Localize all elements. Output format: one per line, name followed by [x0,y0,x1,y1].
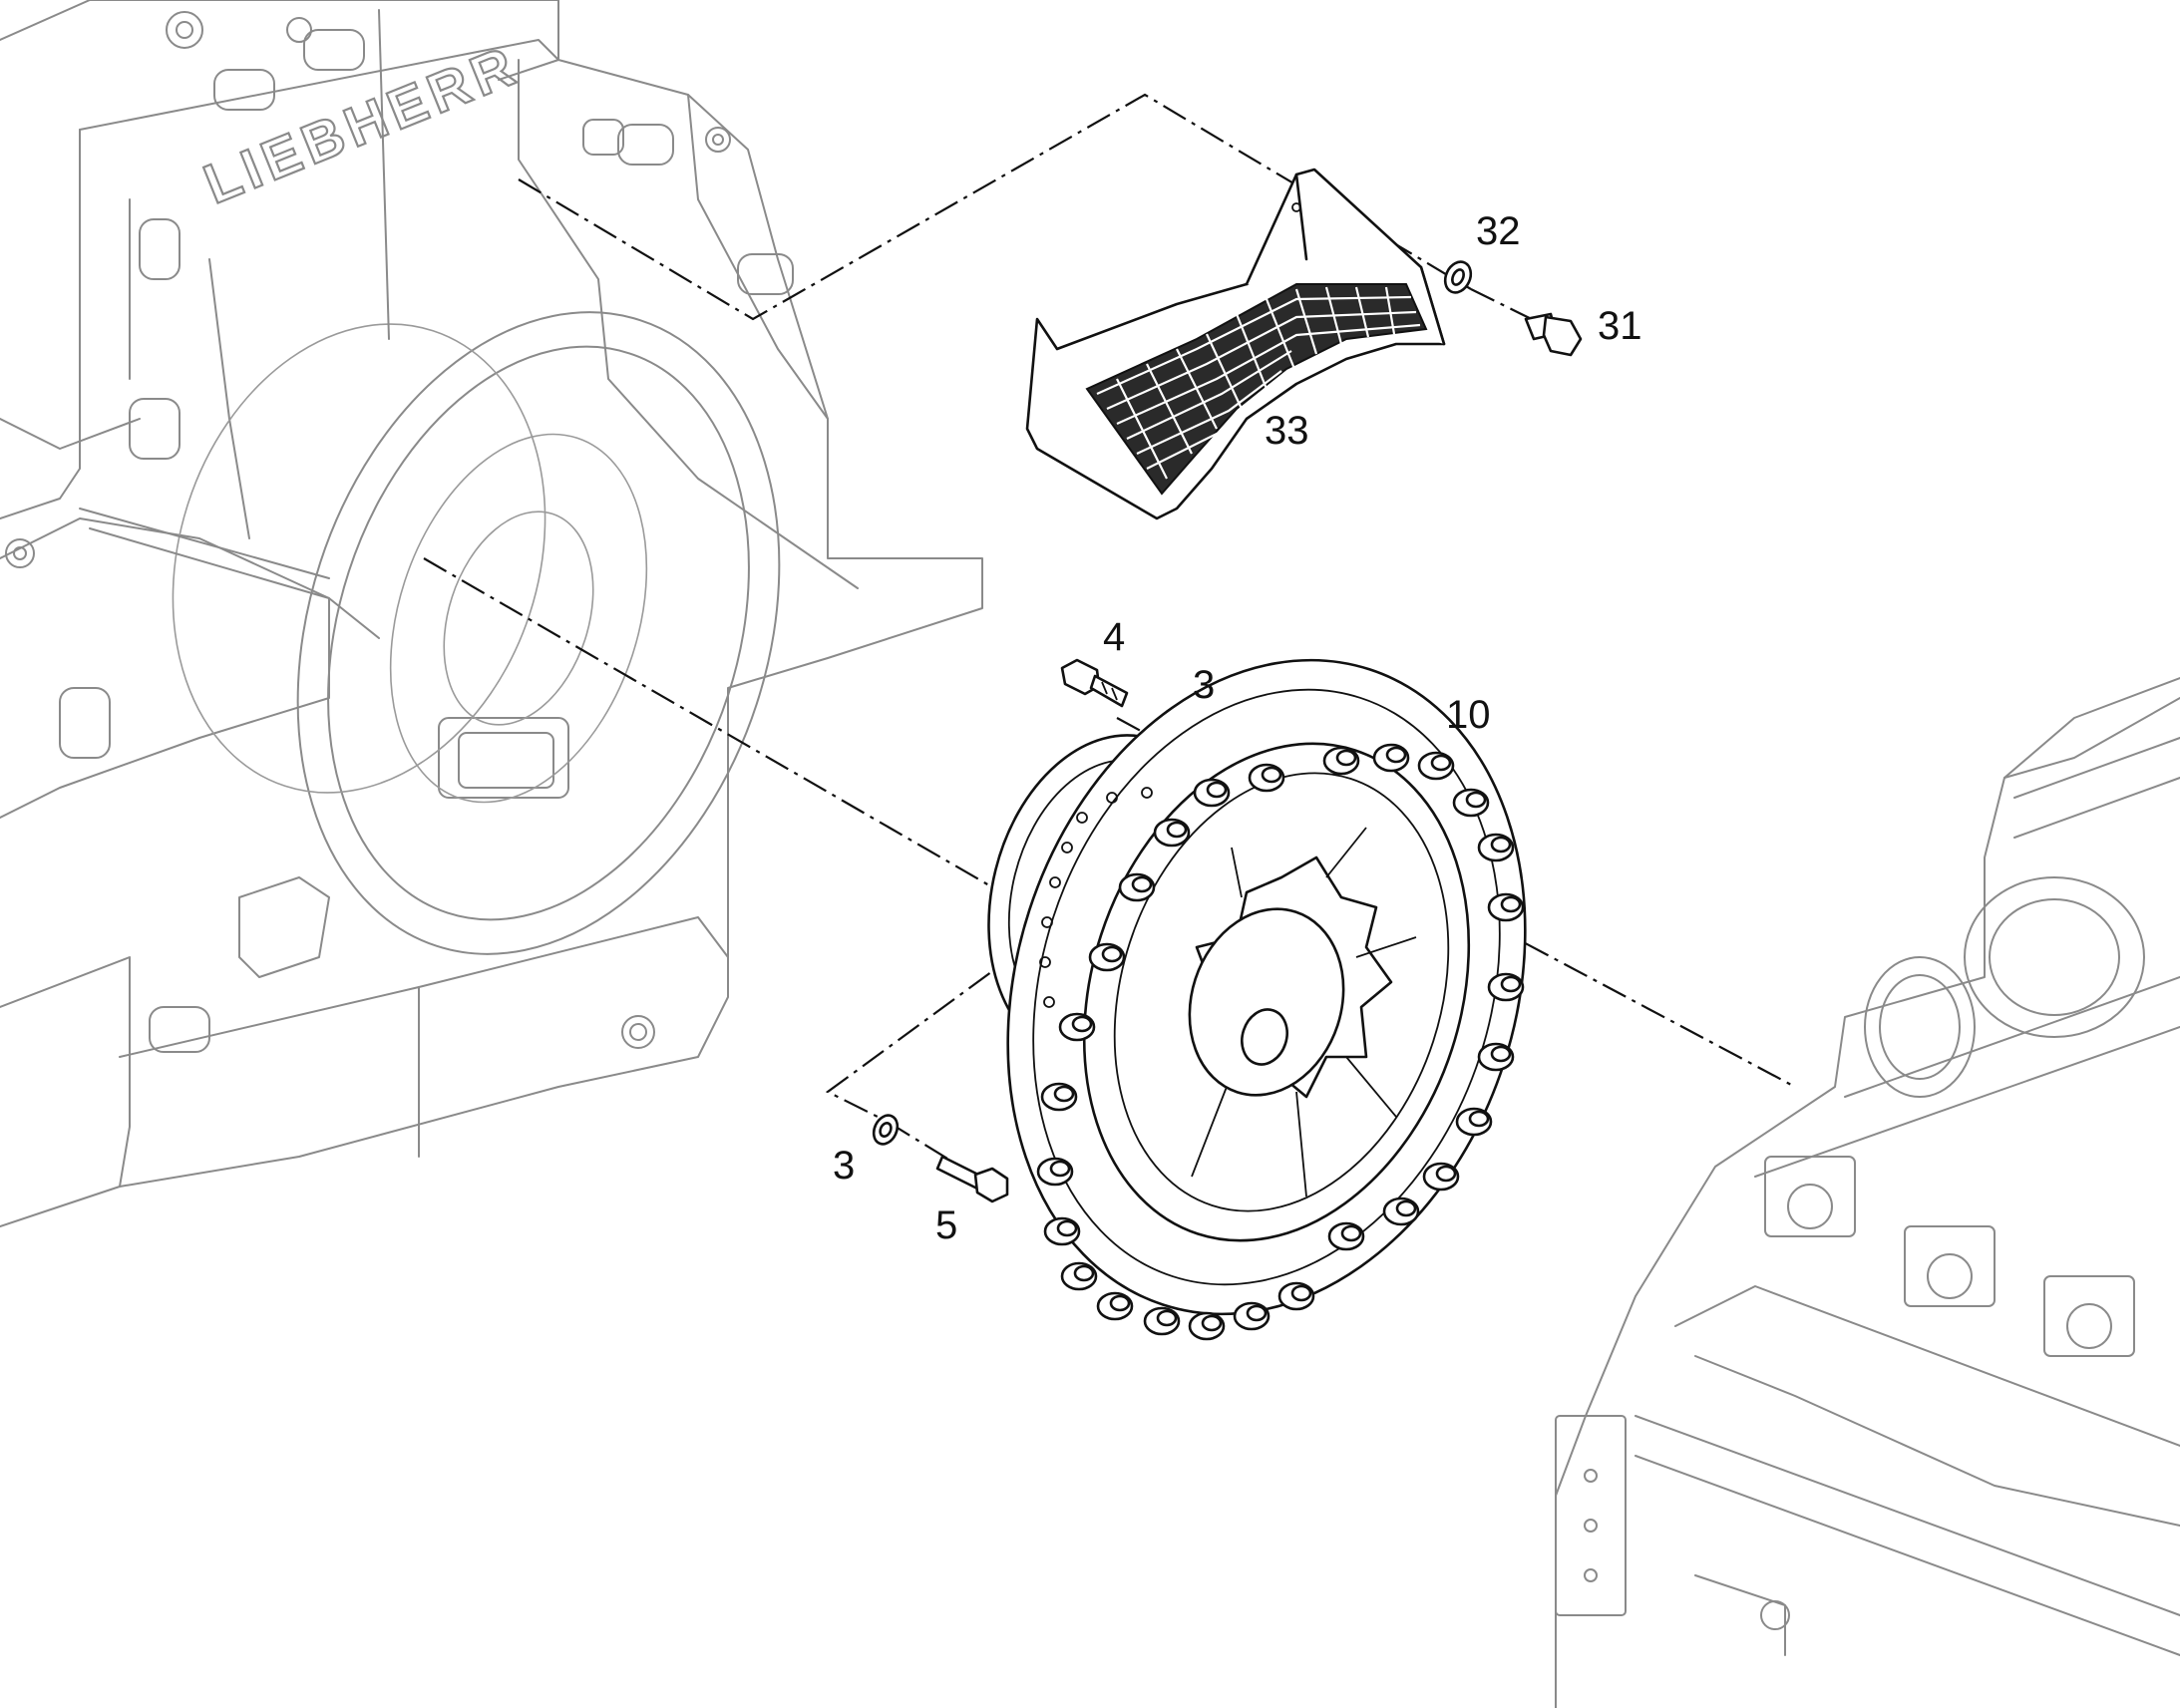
callout-31: 31 [1598,304,1642,348]
transmission-housing-ghost: LIEBHERR [0,0,983,1227]
brand-logo-text: LIEBHERR [195,33,528,216]
callout-3-upper: 3 [1193,663,1215,707]
part-31-bolt [1524,312,1583,357]
callout-4: 4 [1103,615,1125,659]
part-10-coupling [987,658,1527,1341]
part-3-washer-lower [872,1114,900,1146]
part-33-screen-guard [1025,168,1446,520]
callout-5: 5 [935,1203,957,1247]
callout-10: 10 [1446,693,1491,737]
part-32-washer [1443,260,1473,294]
callout-33: 33 [1265,409,1309,453]
part-5-bolt [935,1155,1009,1203]
callout-labels: 32 31 33 4 3 10 3 5 [833,209,1642,1247]
engine-ghost [1555,677,2180,1708]
callout-32: 32 [1476,209,1521,253]
callout-3-lower: 3 [833,1144,855,1188]
part-4-bolt [1060,658,1129,708]
coupling-studs [1036,743,1525,1341]
